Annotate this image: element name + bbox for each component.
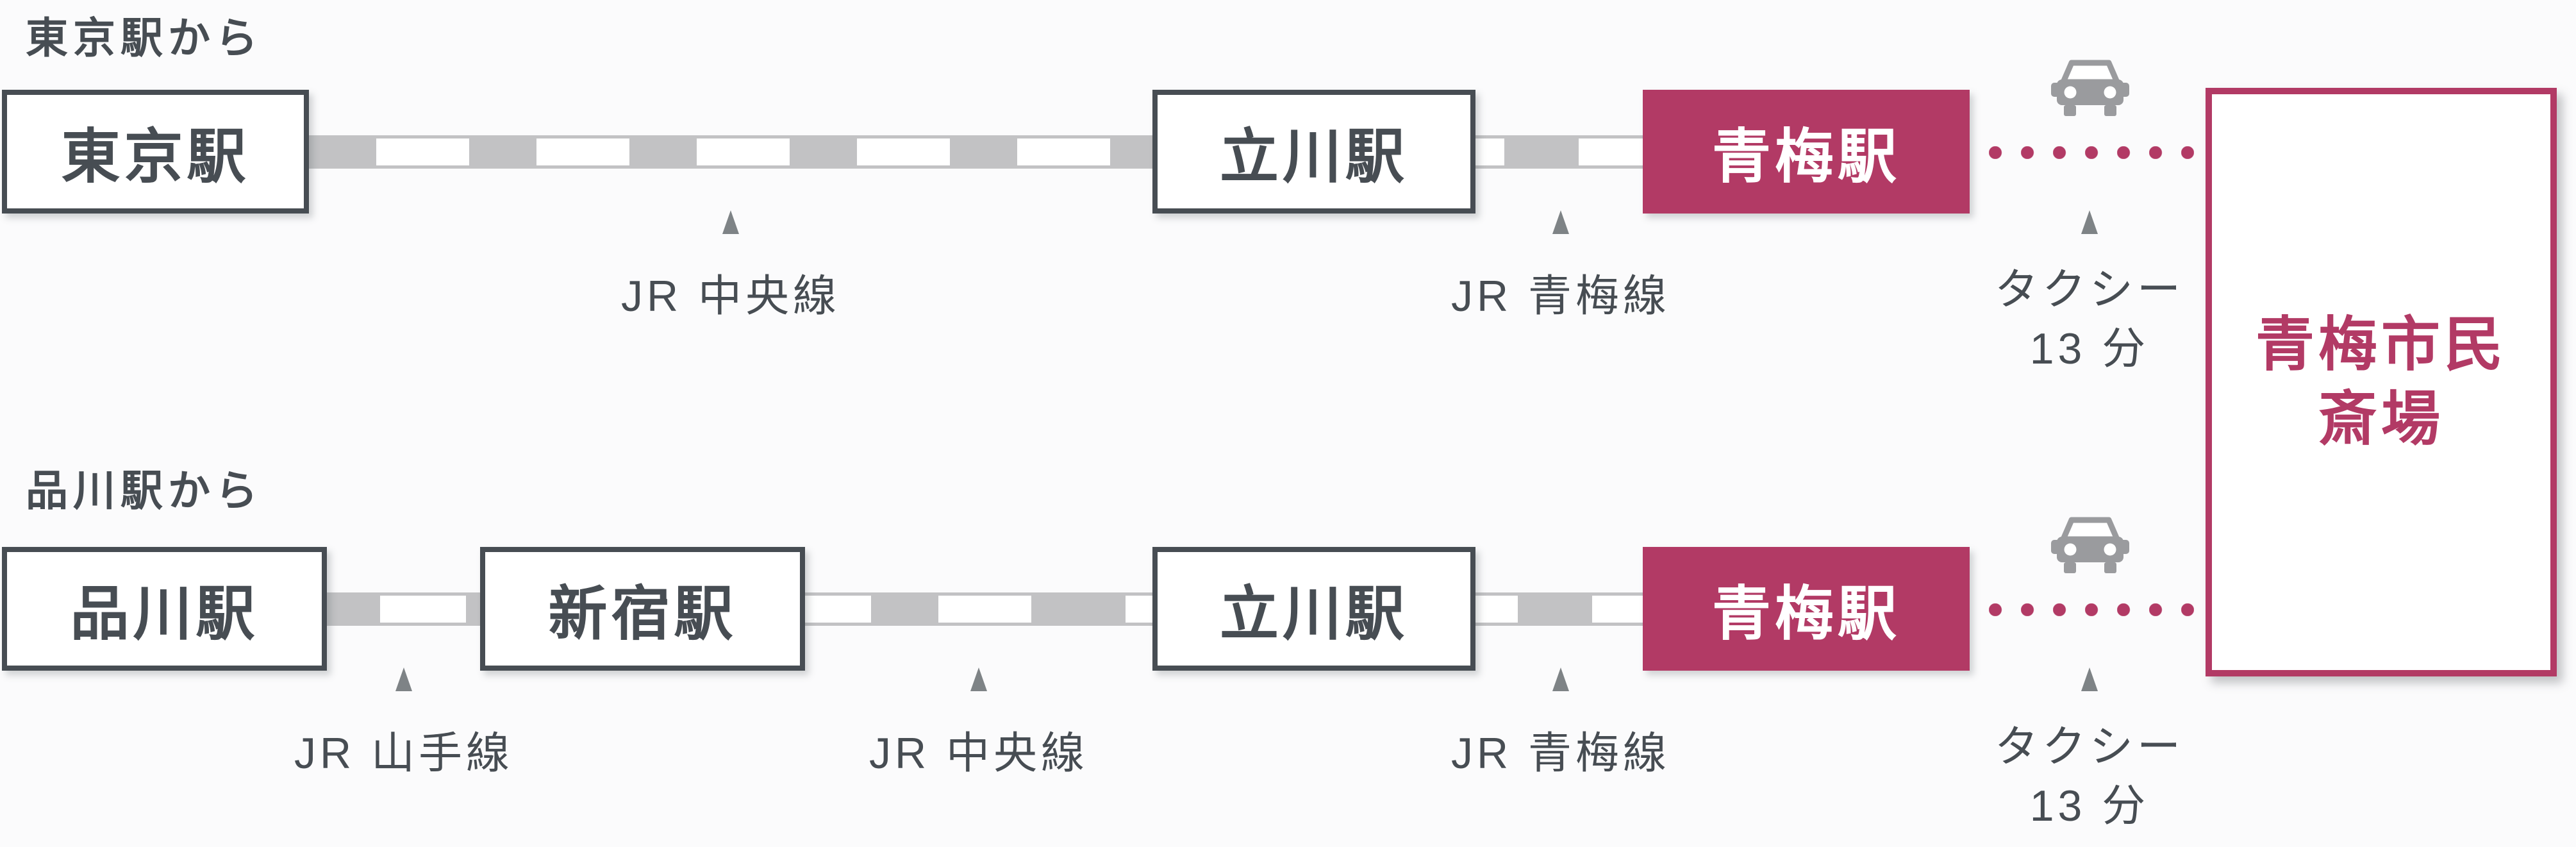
- route-title-from-tokyo: 東京駅から: [26, 14, 263, 62]
- station-label: 青梅駅: [1711, 582, 1900, 647]
- station-label: 東京駅: [61, 124, 250, 190]
- destination-name-line1: 青梅市民: [2255, 312, 2507, 378]
- destination-name-line2: 斎場: [2318, 387, 2444, 452]
- up-arrow-icon: [395, 667, 412, 691]
- station-label: 立川駅: [1219, 124, 1408, 190]
- line-name-label-ome-row2: JR 青梅線: [1450, 729, 1670, 778]
- station-box-shinjuku: 新宿駅: [480, 547, 805, 671]
- taxi-duration-label: 13 分: [2029, 782, 2150, 830]
- route-title-from-shinagawa: 品川駅から: [26, 467, 263, 514]
- taxi-dotted-line-row1: [1989, 146, 2194, 159]
- rail-segment-tokyo-tachikawa: [309, 135, 1152, 169]
- station-box-tachikawa-row1: 立川駅: [1152, 90, 1475, 214]
- line-name-label-ome-row1: JR 青梅線: [1450, 272, 1670, 321]
- rail-dashes: [309, 138, 1152, 165]
- taxi-label-row2: タクシー 13 分: [1897, 717, 2282, 835]
- up-arrow-icon: [1552, 667, 1569, 691]
- taxi-duration-label: 13 分: [2029, 324, 2150, 373]
- rail-dashes: [327, 596, 480, 623]
- station-box-shinagawa: 品川駅: [2, 547, 327, 671]
- rail-segment-shinagawa-shinjuku: [327, 592, 480, 626]
- line-name-label-chuo-row2: JR 中央線: [868, 729, 1088, 778]
- taxi-icon-row1: [2051, 60, 2129, 116]
- rail-segment-tachikawa-ome-row2: [1475, 592, 1643, 626]
- station-label: 立川駅: [1219, 582, 1408, 647]
- station-box-tachikawa-row2: 立川駅: [1152, 547, 1475, 671]
- taxi-icon-row2: [2051, 517, 2129, 573]
- destination-name: 青梅市民 斎場: [2256, 308, 2507, 457]
- station-box-ome-row2: 青梅駅: [1643, 547, 1970, 671]
- rail-dashes: [1475, 138, 1643, 165]
- rail-dashes: [1475, 596, 1643, 623]
- rail-dashes: [805, 596, 1152, 623]
- taxi-dotted-line-row2: [1989, 603, 2194, 616]
- station-label: 品川駅: [70, 582, 259, 647]
- up-arrow-icon: [2081, 210, 2098, 234]
- destination-box: 青梅市民 斎場: [2206, 88, 2557, 676]
- station-box-tokyo: 東京駅: [2, 90, 309, 214]
- up-arrow-icon: [722, 210, 739, 234]
- station-label: 新宿駅: [548, 582, 737, 647]
- station-label: 青梅駅: [1711, 124, 1900, 190]
- up-arrow-icon: [1552, 210, 1569, 234]
- station-box-ome-row1: 青梅駅: [1643, 90, 1970, 214]
- taxi-mode-label: タクシー: [1994, 265, 2184, 314]
- up-arrow-icon: [970, 667, 987, 691]
- line-name-label-chuo-row1: JR 中央線: [620, 272, 840, 321]
- rail-segment-tachikawa-ome: [1475, 135, 1643, 169]
- taxi-mode-label: タクシー: [1994, 723, 2184, 771]
- rail-segment-shinjuku-tachikawa: [805, 592, 1152, 626]
- up-arrow-icon: [2081, 667, 2098, 691]
- taxi-label-row1: タクシー 13 分: [1897, 260, 2282, 378]
- line-name-label-yamanote: JR 山手線: [294, 729, 513, 778]
